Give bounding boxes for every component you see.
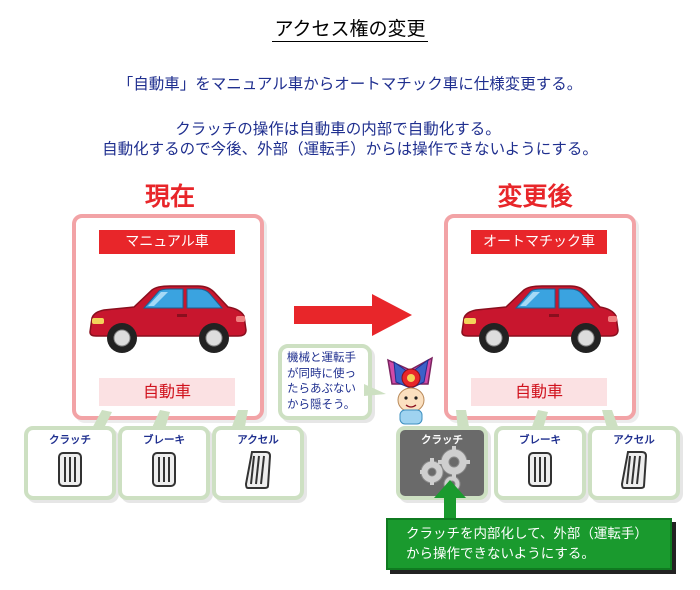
speech-bubble-tail: [364, 384, 386, 396]
before-pedal-accelerator: アクセル: [212, 426, 304, 500]
before-pedal-clutch: クラッチ: [24, 426, 116, 500]
accelerator-pedal-icon: [244, 451, 272, 489]
description-line-2: クラッチの操作は自動車の内部で自動化する。: [175, 120, 501, 138]
mascot-character-icon: [387, 356, 433, 425]
after-object-label: 自動車: [471, 378, 607, 406]
brake-pedal-icon: [152, 452, 176, 487]
speech-bubble-text: 機械と運転手 が同時に使っ たらあぶない から隠そう。: [287, 350, 356, 411]
green-up-arrow-icon: [434, 480, 466, 518]
speech-bubble: [278, 344, 372, 420]
automatic-car-image: [454, 278, 624, 358]
manual-car-image: [82, 278, 252, 358]
change-arrow-icon: [294, 294, 412, 336]
description-line-1: 「自動車」をマニュアル車からオートマチック車に仕様変更する。: [117, 75, 583, 93]
brake-pedal-icon: [528, 452, 552, 487]
accelerator-pedal-icon: [620, 451, 648, 489]
after-pedal-brake: ブレーキ: [494, 426, 586, 500]
callout-box: クラッチを内部化して、外部（運転手） から操作できないようにする。: [386, 518, 672, 570]
after-heading: 変更後: [497, 182, 573, 211]
before-car-type-label: マニュアル車: [99, 230, 235, 254]
before-object-label: 自動車: [99, 378, 235, 406]
after-car-type-label: オートマチック車: [471, 230, 607, 254]
before-heading: 現在: [144, 182, 195, 211]
before-pedal-brake: ブレーキ: [118, 426, 210, 500]
description-line-3: 自動化するので今後、外部（運転手）からは操作できないようにする。: [102, 140, 598, 158]
clutch-pedal-icon: [58, 452, 82, 487]
callout-line-1: クラッチを内部化して、外部（運転手）: [406, 526, 648, 542]
callout-line-2: から操作できないようにする。: [406, 546, 595, 562]
page-title: アクセス権の変更: [272, 18, 428, 42]
after-pedal-accelerator: アクセル: [588, 426, 680, 500]
